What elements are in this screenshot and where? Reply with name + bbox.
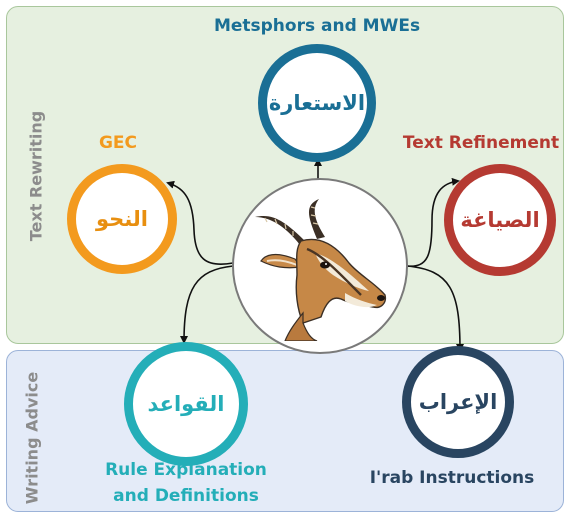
arrow-to-refinement — [406, 177, 460, 267]
metaphor-node: الاستعارة — [258, 44, 376, 162]
refinement-caption: Text Refinement — [402, 133, 560, 153]
refinement-node: الصياغة — [444, 164, 556, 276]
arrow-to-gec — [166, 180, 234, 265]
rules-caption-line2: and Definitions — [113, 486, 259, 506]
gec-caption: GEC — [98, 133, 138, 153]
center-gazelle-node — [232, 178, 408, 354]
gec-node: النحو — [67, 164, 177, 274]
gazelle-head-icon — [255, 199, 387, 341]
refinement-arabic-label: الصياغة — [460, 208, 540, 232]
irab-arabic-label: الإعراب — [418, 390, 498, 414]
metaphor-arabic-label: الاستعارة — [268, 91, 366, 115]
rules-arabic-label: القواعد — [147, 392, 225, 416]
irab-node: الإعراب — [402, 346, 514, 458]
arrow-to-rules — [180, 265, 234, 344]
arrow-to-irab — [406, 265, 464, 352]
metaphor-caption: Metsphors and MWEs — [213, 16, 421, 36]
gec-arabic-label: النحو — [96, 207, 148, 231]
rules-node: القواعد — [124, 342, 248, 466]
irab-caption: I'rab Instructions — [369, 468, 535, 488]
rules-caption-line1: Rule Explanation — [105, 460, 267, 480]
